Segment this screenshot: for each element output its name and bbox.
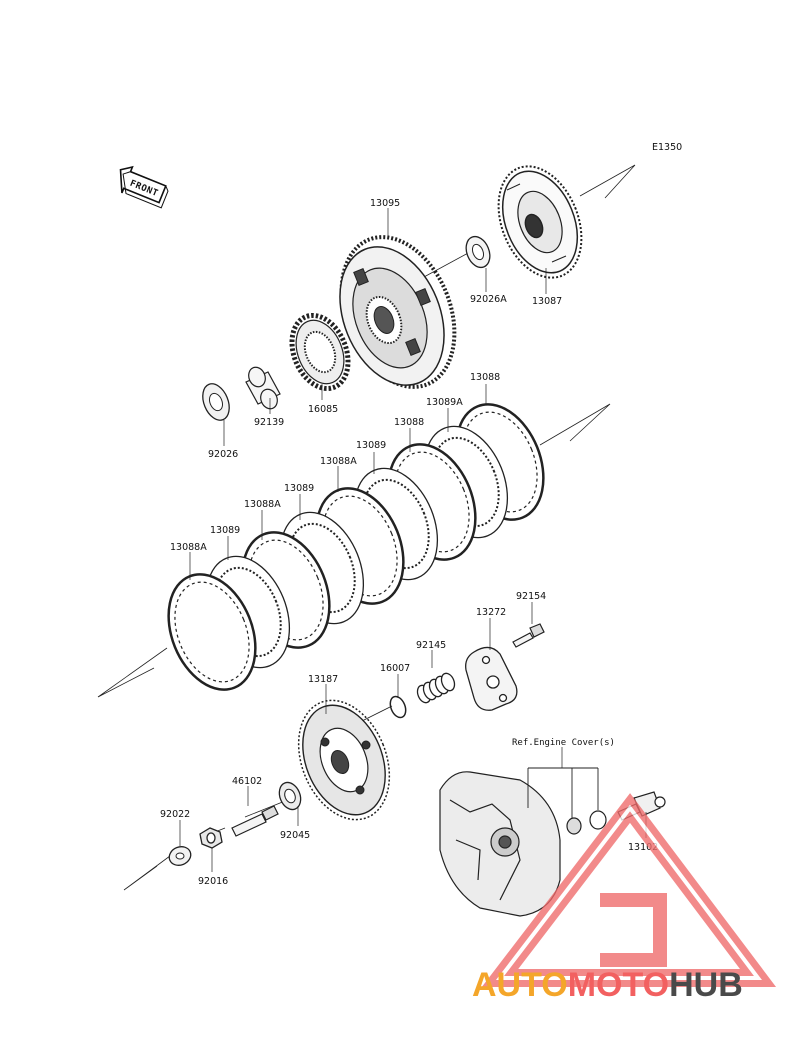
clutch-hub-13095: [339, 235, 457, 389]
svg-text:AUTOMOTOHUB: AUTOMOTOHUB: [472, 966, 743, 1004]
label-13089-a: 13089: [356, 440, 386, 451]
label-13088A-a: 13088A: [320, 456, 357, 467]
pressure-plate-13187: [297, 699, 391, 821]
reference-note: Ref.Engine Cover(s): [512, 738, 615, 748]
watermark-moto: MOTO: [568, 966, 669, 1004]
watermark-logo-icon: [481, 793, 777, 987]
ring-16007: [389, 695, 407, 719]
label-13089-b: 13089: [284, 483, 314, 494]
label-92026: 92026: [208, 449, 238, 460]
spring-plate-13272: [465, 646, 518, 711]
label-13089A: 13089A: [426, 397, 463, 408]
label-16085: 16085: [308, 404, 338, 415]
label-13087: 13087: [532, 296, 562, 307]
label-92145: 92145: [416, 640, 446, 651]
label-13088-top: 13088: [470, 372, 500, 383]
diagram-code: E1350: [652, 142, 682, 153]
label-92139: 92139: [254, 417, 284, 428]
engine-cover-reference: [439, 767, 607, 917]
label-46102: 46102: [232, 776, 262, 787]
label-13088A-b: 13088A: [244, 499, 281, 510]
friction-plate-13088A-c: [167, 573, 257, 691]
label-92154: 92154: [516, 591, 546, 602]
bolt-92154: [512, 623, 545, 648]
label-92022: 92022: [160, 809, 190, 820]
label-13102: 13102: [628, 842, 658, 853]
label-13088A-c: 13088A: [170, 542, 207, 553]
label-92045: 92045: [280, 830, 310, 841]
sleeve-92139: [245, 366, 281, 410]
watermark-hub: HUB: [669, 966, 743, 1004]
nut-92016: [199, 827, 223, 849]
label-13088-mid: 13088: [394, 417, 424, 428]
label-92026A: 92026A: [470, 294, 507, 305]
label-13272: 13272: [476, 607, 506, 618]
washer-92026A: [465, 235, 491, 269]
washer-92022: [168, 846, 192, 866]
pushrod-46102: [231, 805, 279, 837]
washer-92026: [202, 383, 230, 421]
clutch-housing-13087: [497, 165, 583, 279]
gear-16085: [289, 312, 351, 392]
label-13187: 13187: [308, 674, 338, 685]
front-arrow-icon: FRONT: [119, 165, 169, 209]
spring-92145: [416, 672, 456, 704]
clutch-plate-stack: [167, 403, 545, 691]
label-13095: 13095: [370, 198, 400, 209]
bearing-92045: [278, 781, 302, 811]
watermark-text: AUTOMOTOHUB: [472, 966, 743, 1004]
label-13089-c: 13089: [210, 525, 240, 536]
label-16007: 16007: [380, 663, 410, 674]
watermark-auto: AUTO: [472, 966, 568, 1004]
label-92016: 92016: [198, 876, 228, 887]
